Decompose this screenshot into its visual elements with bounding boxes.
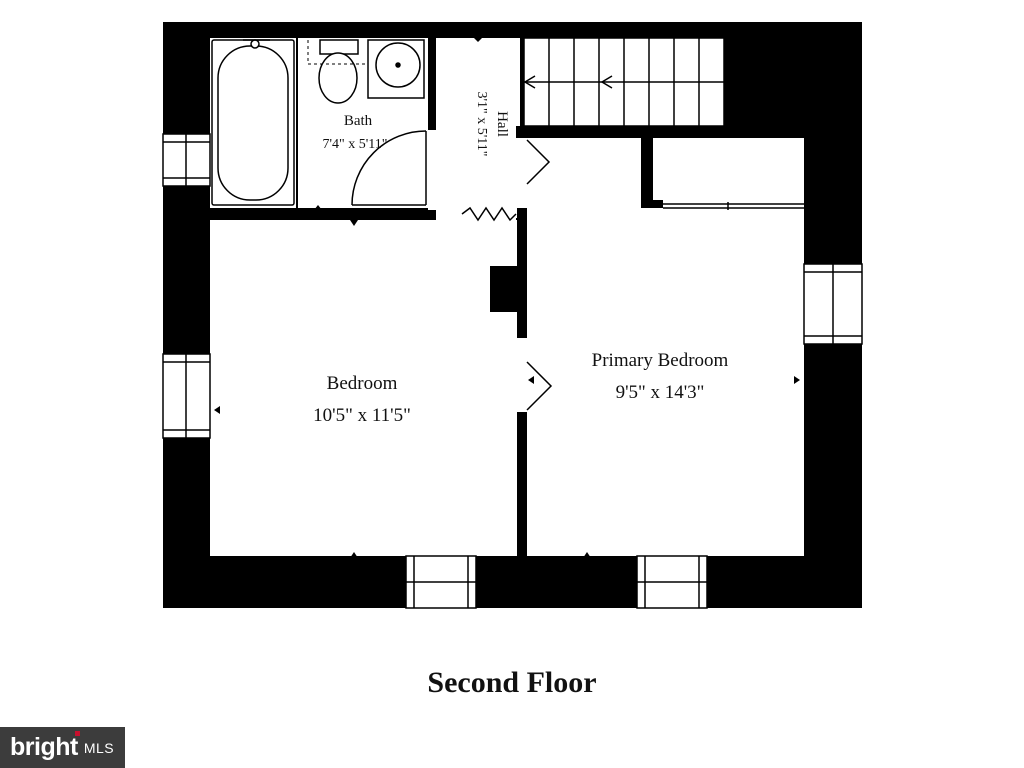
bedroom-floor [210, 220, 517, 556]
bedroom-size: 10'5" x 11'5" [313, 405, 411, 426]
chimney [490, 266, 527, 312]
bath-bedroom-wall [210, 208, 438, 220]
dimension-markers [214, 38, 800, 558]
bifold-door [461, 206, 517, 222]
sink [367, 39, 425, 99]
window-left-top [162, 133, 211, 187]
closet-wall-corner [641, 200, 663, 208]
bath-name: Bath [344, 113, 373, 129]
window-bottom-left [405, 555, 477, 609]
hall-door-swing [526, 139, 553, 411]
hall-size: 3'1" x 5'11" [474, 92, 489, 157]
bath-size: 7'4" x 5'11" [323, 137, 388, 152]
toilet [318, 39, 359, 104]
window-bottom-right [636, 555, 708, 609]
closet-sliding-door [663, 202, 804, 210]
hall-stair-wall [516, 126, 804, 138]
window-right [803, 263, 863, 345]
hall-name: Hall [494, 111, 510, 137]
logo-accent-dot [74, 731, 80, 736]
divider-door-gap-top [517, 138, 527, 208]
logo-suffix: MLS [83, 739, 115, 756]
staircase [523, 37, 725, 127]
window-left-bottom [162, 353, 211, 439]
logo-word: bright [10, 733, 78, 761]
tub-faucet [243, 39, 270, 49]
closet-floor [653, 138, 804, 204]
bath-door-swing [351, 130, 427, 206]
hall-extension [436, 136, 526, 218]
closet-wall-vertical [641, 138, 653, 208]
divider-door-gap-mid [517, 338, 527, 412]
primary-bedroom-size: 9'5" x 14'3" [616, 382, 705, 403]
bedroom-name: Bedroom [327, 373, 398, 394]
bath-partition [296, 38, 298, 208]
toilet-dashes [307, 40, 368, 65]
primary-bedroom-name: Primary Bedroom [592, 350, 729, 371]
bright-mls-logo: bright MLS [0, 727, 125, 768]
floor-title: Second Floor [427, 666, 597, 699]
bath-hall-wall-lower [428, 130, 436, 210]
bath-hall-wall [428, 38, 436, 118]
